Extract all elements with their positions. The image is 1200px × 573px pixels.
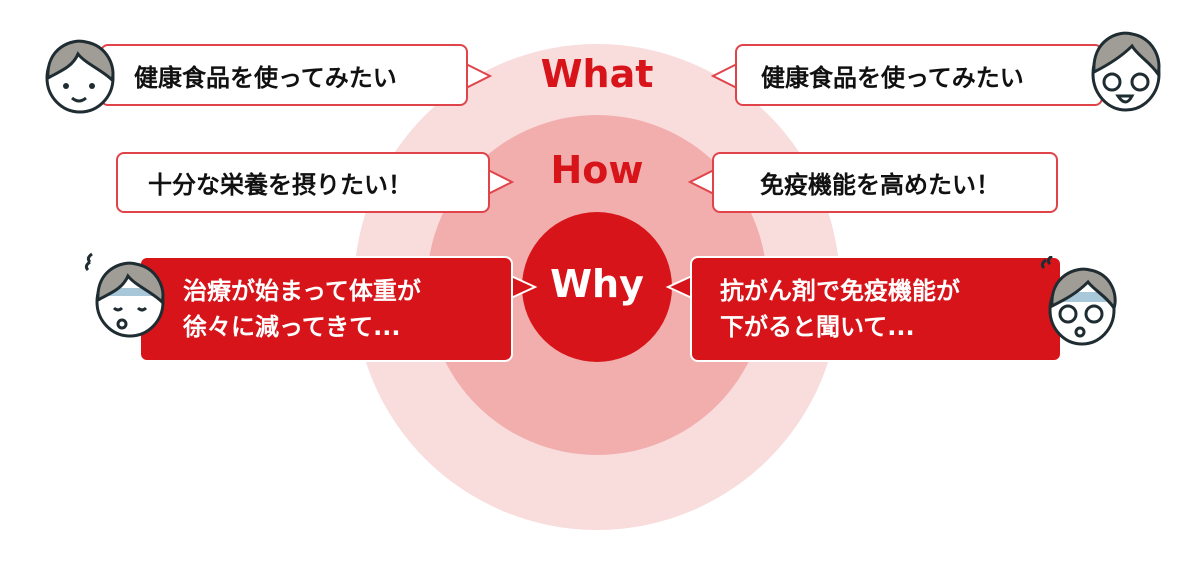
- right-how-bubble: 免疫機能を高めたい！: [712, 152, 1058, 213]
- smiling-person-avatar-icon: [45, 39, 115, 114]
- what-label: What: [540, 52, 654, 96]
- bubble-text: 徐々に減ってきて...: [183, 313, 401, 341]
- worried-person-avatar-icon: [84, 252, 165, 338]
- bubble-text: 十分な栄養を摂りたい！: [148, 171, 412, 199]
- bubble-text: 健康食品を使ってみたい: [761, 63, 1024, 92]
- right-what-bubble: 健康食品を使ってみたい: [735, 44, 1103, 106]
- bubble-text: 免疫機能を高めたい！: [760, 171, 1000, 199]
- worried-glasses-person-avatar-icon: [1040, 256, 1117, 346]
- left-what-bubble: 健康食品を使ってみたい: [100, 44, 468, 106]
- bubble-text: 健康食品を使ってみたい: [134, 63, 397, 92]
- bubble-text: 抗がん剤で免疫機能が: [720, 277, 960, 305]
- left-how-bubble: 十分な栄養を摂りたい！: [116, 152, 490, 213]
- bubble-text: 下がると聞いて...: [720, 313, 915, 341]
- how-label: How: [550, 148, 644, 192]
- bubble-text: 治療が始まって体重が: [183, 277, 421, 305]
- right-why-bubble: 抗がん剤で免疫機能が下がると聞いて...: [690, 256, 1062, 362]
- glasses-person-avatar-icon: [1091, 31, 1161, 112]
- left-why-bubble: 治療が始まって体重が徐々に減ってきて...: [139, 256, 513, 362]
- why-label: Why: [550, 262, 644, 306]
- why-circle: [522, 212, 672, 362]
